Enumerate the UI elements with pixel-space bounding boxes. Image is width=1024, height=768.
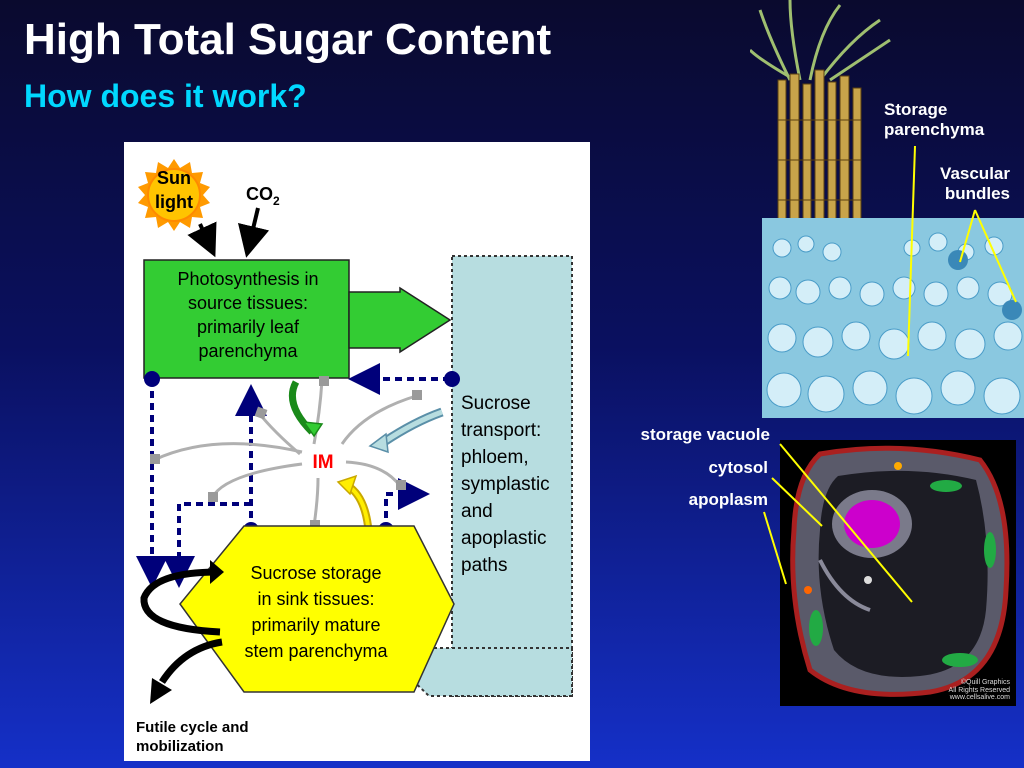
slide-subtitle: How does it work? xyxy=(24,78,307,114)
photosynthesis-line-4: parenchyma xyxy=(198,341,298,361)
sun-label-1: Sun xyxy=(157,168,191,188)
label-storage-vacuole: storage vacuole xyxy=(640,425,770,444)
storage-line-1: Sucrose storage xyxy=(250,563,381,583)
futile-line-1: Futile cycle and xyxy=(136,719,249,736)
futile-cycle-arrows xyxy=(140,560,224,704)
storage-line-4: stem parenchyma xyxy=(244,641,388,661)
label-storage-parenchyma: Storage parenchyma xyxy=(884,100,985,139)
im-connectors xyxy=(153,379,417,527)
sugarcane-image xyxy=(748,0,900,262)
futile-line-2: mobilization xyxy=(136,738,224,755)
transport-line-1: Sucrose xyxy=(461,393,531,414)
label-cytosol: cytosol xyxy=(708,458,768,477)
transport-line-2: transport: xyxy=(461,420,541,441)
dashed-arrows xyxy=(136,363,450,588)
label-apoplasm: apoplasm xyxy=(688,490,768,509)
photosynthesis-box xyxy=(143,259,350,379)
transport-line-3: phloem, xyxy=(461,447,529,468)
node-dot xyxy=(144,371,160,387)
sunlight-arrow xyxy=(187,221,217,258)
node-dot xyxy=(444,371,460,387)
sun-label-2: light xyxy=(155,192,193,212)
transport-line-5: and xyxy=(461,501,493,522)
parenchyma-image xyxy=(762,218,1024,418)
storage-line-2: in sink tissues: xyxy=(257,589,374,609)
im-label: IM xyxy=(312,452,333,473)
label-vascular-bundles: Vascular bundles xyxy=(940,164,1010,203)
transport-line-7: paths xyxy=(461,555,507,576)
storage-hexagon xyxy=(179,525,455,693)
storage-line-3: primarily mature xyxy=(251,615,380,635)
photosynthesis-line-2: source tissues: xyxy=(188,293,308,313)
co2-label: CO2 xyxy=(246,184,280,208)
connector-ends xyxy=(150,376,422,530)
photosynthesis-line-3: primarily leaf xyxy=(197,317,300,337)
photosynthesis-line-1: Photosynthesis in xyxy=(177,269,318,289)
slide-title: High Total Sugar Content xyxy=(24,15,552,64)
transport-line-6: apoplastic xyxy=(461,528,547,549)
transport-line-4: symplastic xyxy=(461,474,550,495)
diagram-svg: Sun light CO2 Photosynthesis in source t… xyxy=(136,159,573,755)
diagram-panel: Sun light CO2 Photosynthesis in source t… xyxy=(124,142,590,761)
sun-icon xyxy=(138,159,210,231)
photosynthesis-arrow xyxy=(348,286,452,354)
co2-arrow xyxy=(237,207,270,258)
transport-box xyxy=(451,255,573,697)
